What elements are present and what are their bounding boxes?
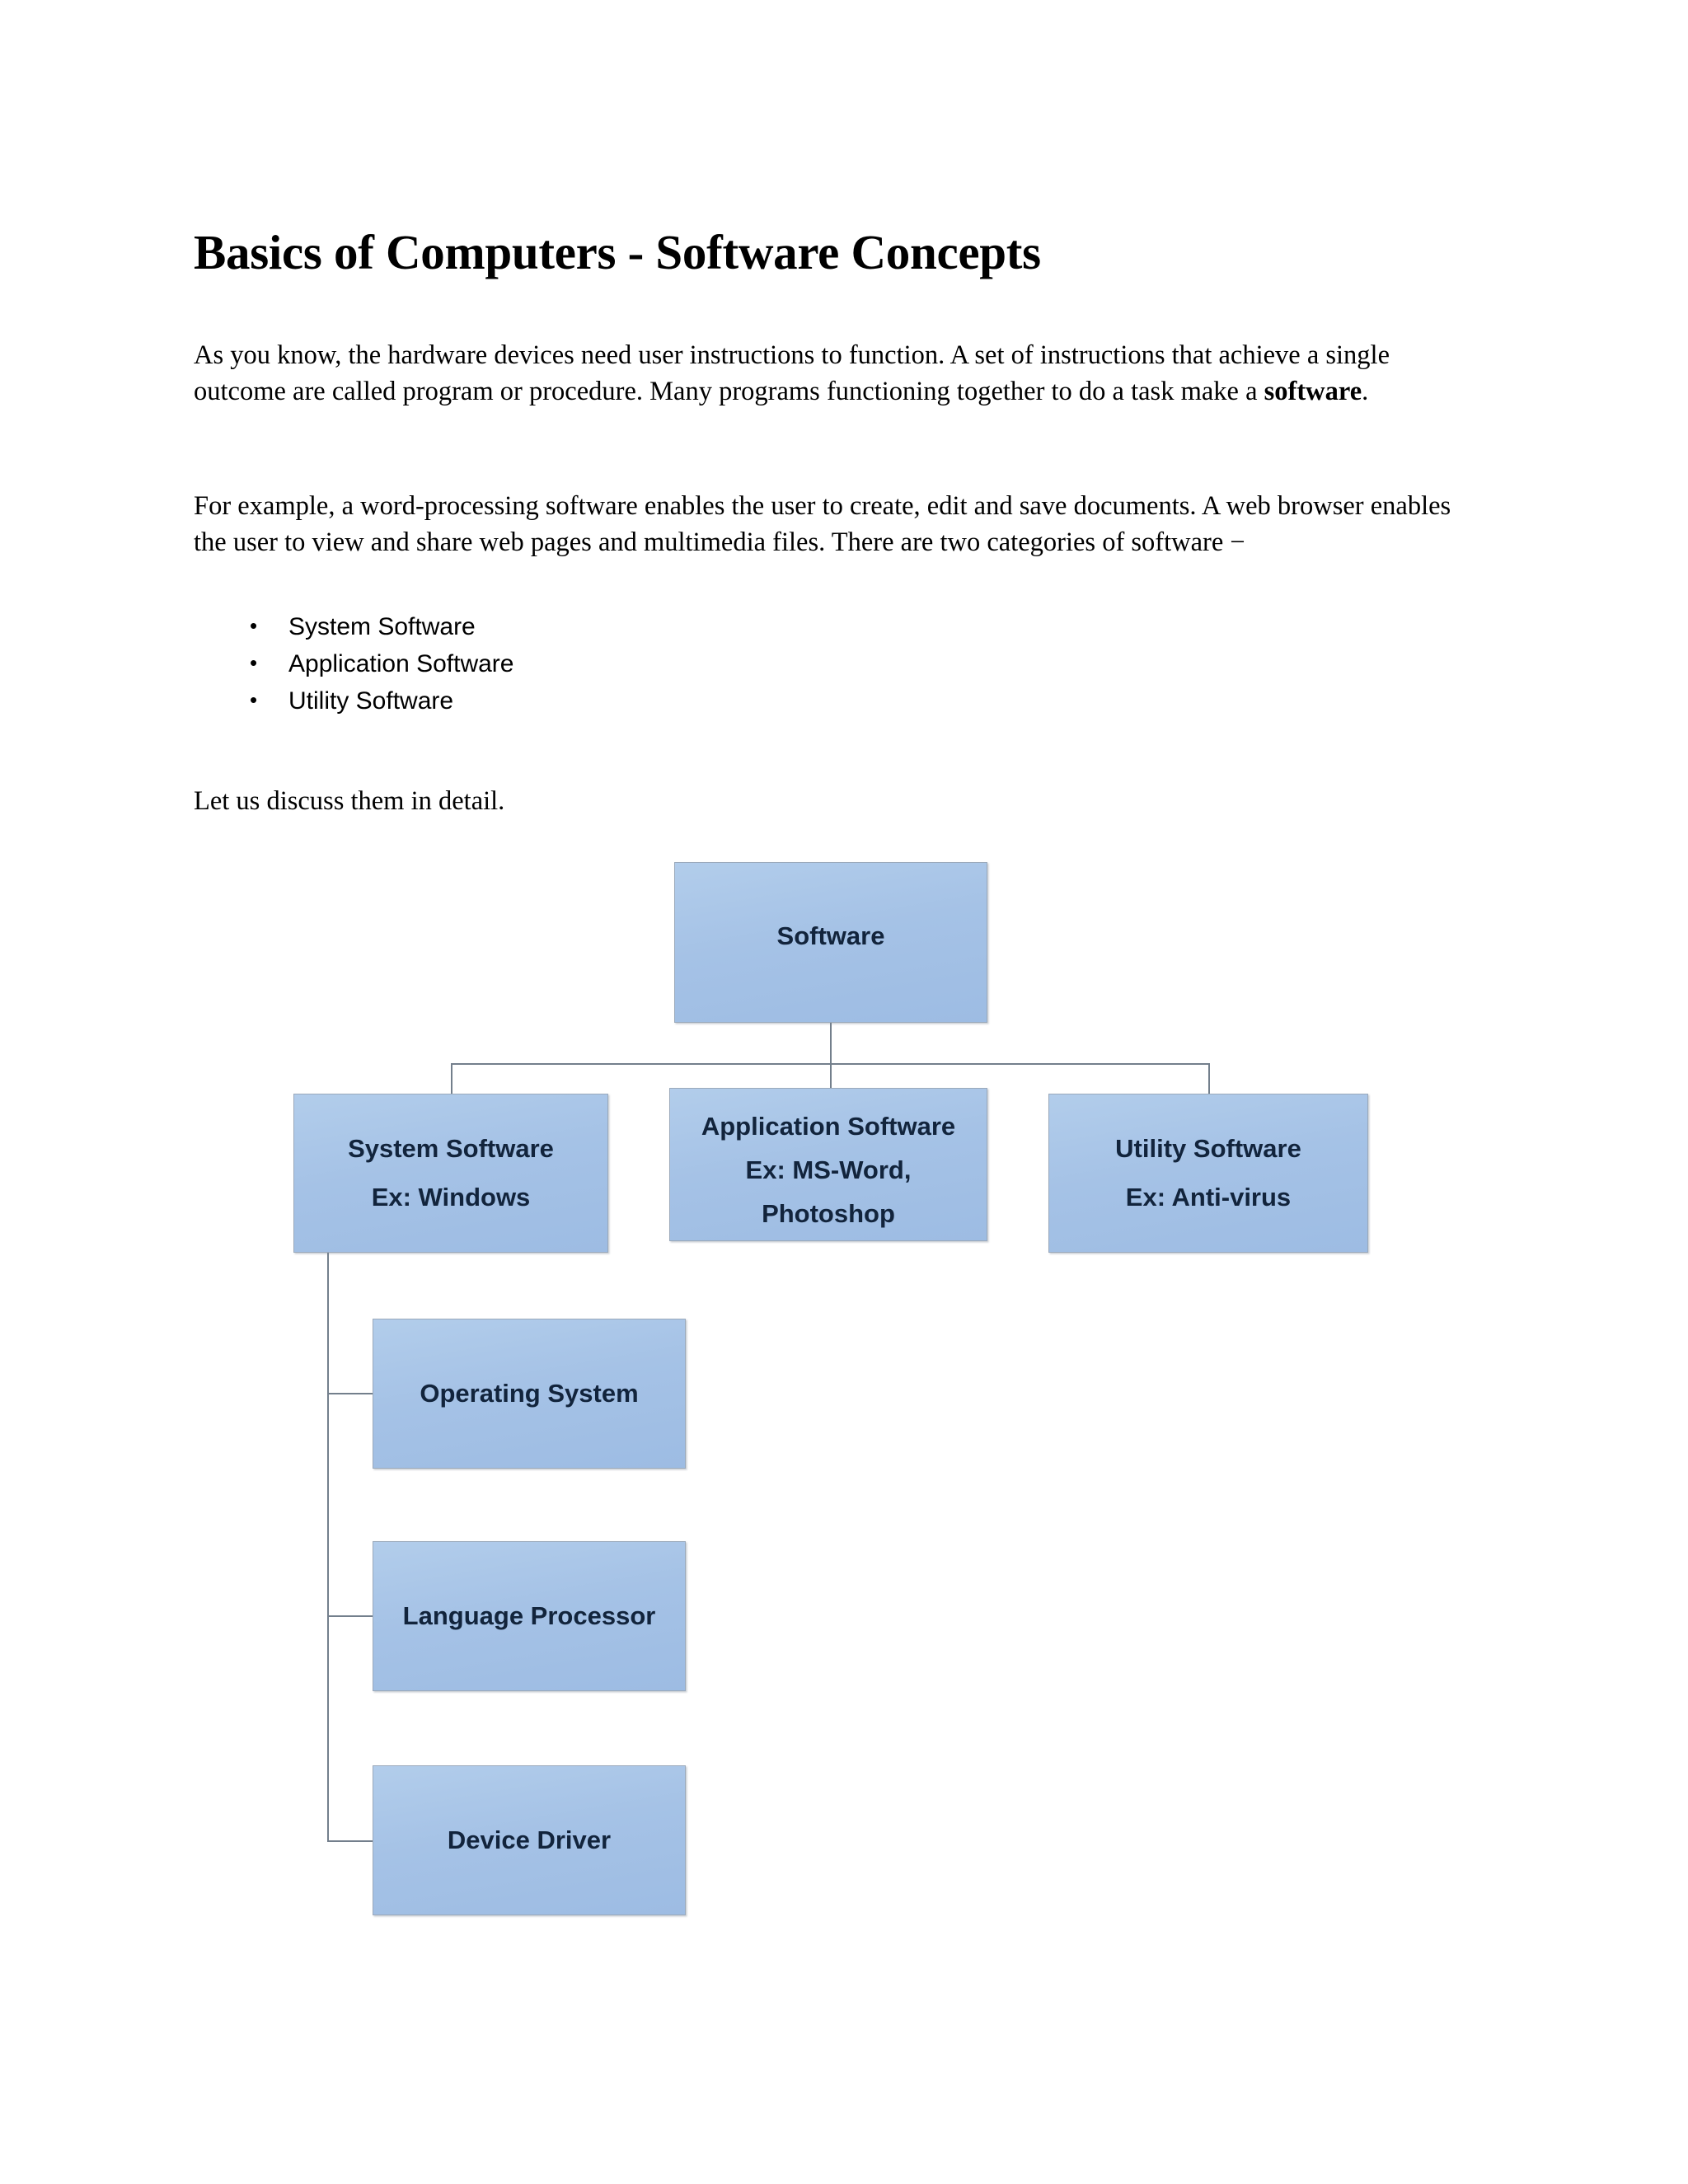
node-system-software-title: System Software — [348, 1133, 554, 1163]
node-operating-system[interactable]: Operating System — [373, 1319, 686, 1469]
node-software-label: Software — [776, 921, 885, 950]
software-category-list: System Software Application Software Uti… — [194, 607, 514, 719]
connector-system-spine — [327, 1253, 329, 1842]
node-system-software[interactable]: System Software Ex: Windows — [293, 1094, 608, 1253]
paragraph-intro-bold-term: software — [1264, 376, 1362, 406]
page-title: Basics of Computers - Software Concepts — [194, 224, 1041, 279]
node-system-software-example: Ex: Windows — [371, 1182, 531, 1212]
node-utility-software-title: Utility Software — [1115, 1133, 1301, 1163]
connector-bus-to-utility — [1208, 1063, 1210, 1096]
node-application-software-example-line1: Ex: MS-Word, — [745, 1155, 912, 1184]
node-language-processor[interactable]: Language Processor — [373, 1541, 686, 1691]
connector-spine-to-language — [327, 1615, 374, 1617]
node-operating-system-label: Operating System — [420, 1378, 639, 1408]
list-item-utility-software: Utility Software — [194, 682, 514, 719]
list-item-system-software: System Software — [194, 607, 514, 645]
node-application-software-example-line2: Photoshop — [762, 1198, 895, 1228]
node-software[interactable]: Software — [674, 862, 987, 1023]
node-utility-software-example: Ex: Anti-virus — [1125, 1182, 1292, 1212]
paragraph-intro-text-a: As you know, the hardware devices need u… — [194, 340, 1390, 406]
list-item-application-software: Application Software — [194, 644, 514, 682]
paragraph-intro-text-b: . — [1362, 376, 1369, 406]
connector-bus-to-system — [451, 1063, 452, 1096]
node-language-processor-label: Language Processor — [402, 1601, 656, 1630]
node-device-driver[interactable]: Device Driver — [373, 1765, 686, 1915]
node-device-driver-label: Device Driver — [447, 1825, 612, 1854]
paragraph-example: For example, a word-processing software … — [194, 490, 1451, 557]
node-application-software-title: Application Software — [701, 1112, 956, 1141]
node-utility-software[interactable]: Utility Software Ex: Anti-virus — [1048, 1094, 1368, 1253]
connector-horizontal-bus — [451, 1063, 1209, 1065]
paragraph-intro: As you know, the hardware devices need u… — [194, 337, 1463, 410]
connector-spine-to-os — [327, 1393, 374, 1394]
connector-spine-to-device-driver — [327, 1840, 374, 1842]
paragraph-closing: Let us discuss them in detail. — [194, 785, 505, 816]
node-application-software[interactable]: Application Software Ex: MS-Word, Photos… — [669, 1088, 987, 1241]
